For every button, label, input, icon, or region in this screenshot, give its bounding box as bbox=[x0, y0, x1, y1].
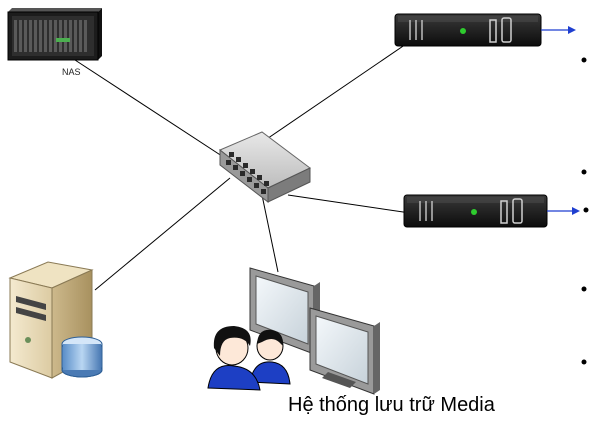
bullet-dots bbox=[581, 57, 589, 365]
diagram-caption: Hệ thống lưu trữ Media bbox=[288, 394, 495, 416]
arrow-mid bbox=[547, 207, 580, 215]
rack-server-top-icon bbox=[394, 13, 542, 47]
link-switch-tower bbox=[94, 177, 231, 291]
rack-server-mid-icon bbox=[403, 194, 548, 228]
nas-device-icon bbox=[7, 8, 102, 61]
link-switch-server-top bbox=[257, 39, 413, 146]
link-nas-switch bbox=[74, 59, 229, 161]
nas-label: NAS bbox=[62, 67, 81, 77]
connection-lines bbox=[74, 39, 413, 291]
link-switch-server-mid bbox=[287, 194, 411, 214]
link-switch-workstation bbox=[261, 194, 279, 273]
network-switch-icon bbox=[219, 131, 311, 204]
workstation-monitor-front-icon bbox=[309, 307, 380, 395]
arrow-top bbox=[541, 26, 576, 34]
users-icon bbox=[207, 326, 291, 391]
database-cylinder-icon bbox=[61, 336, 103, 378]
